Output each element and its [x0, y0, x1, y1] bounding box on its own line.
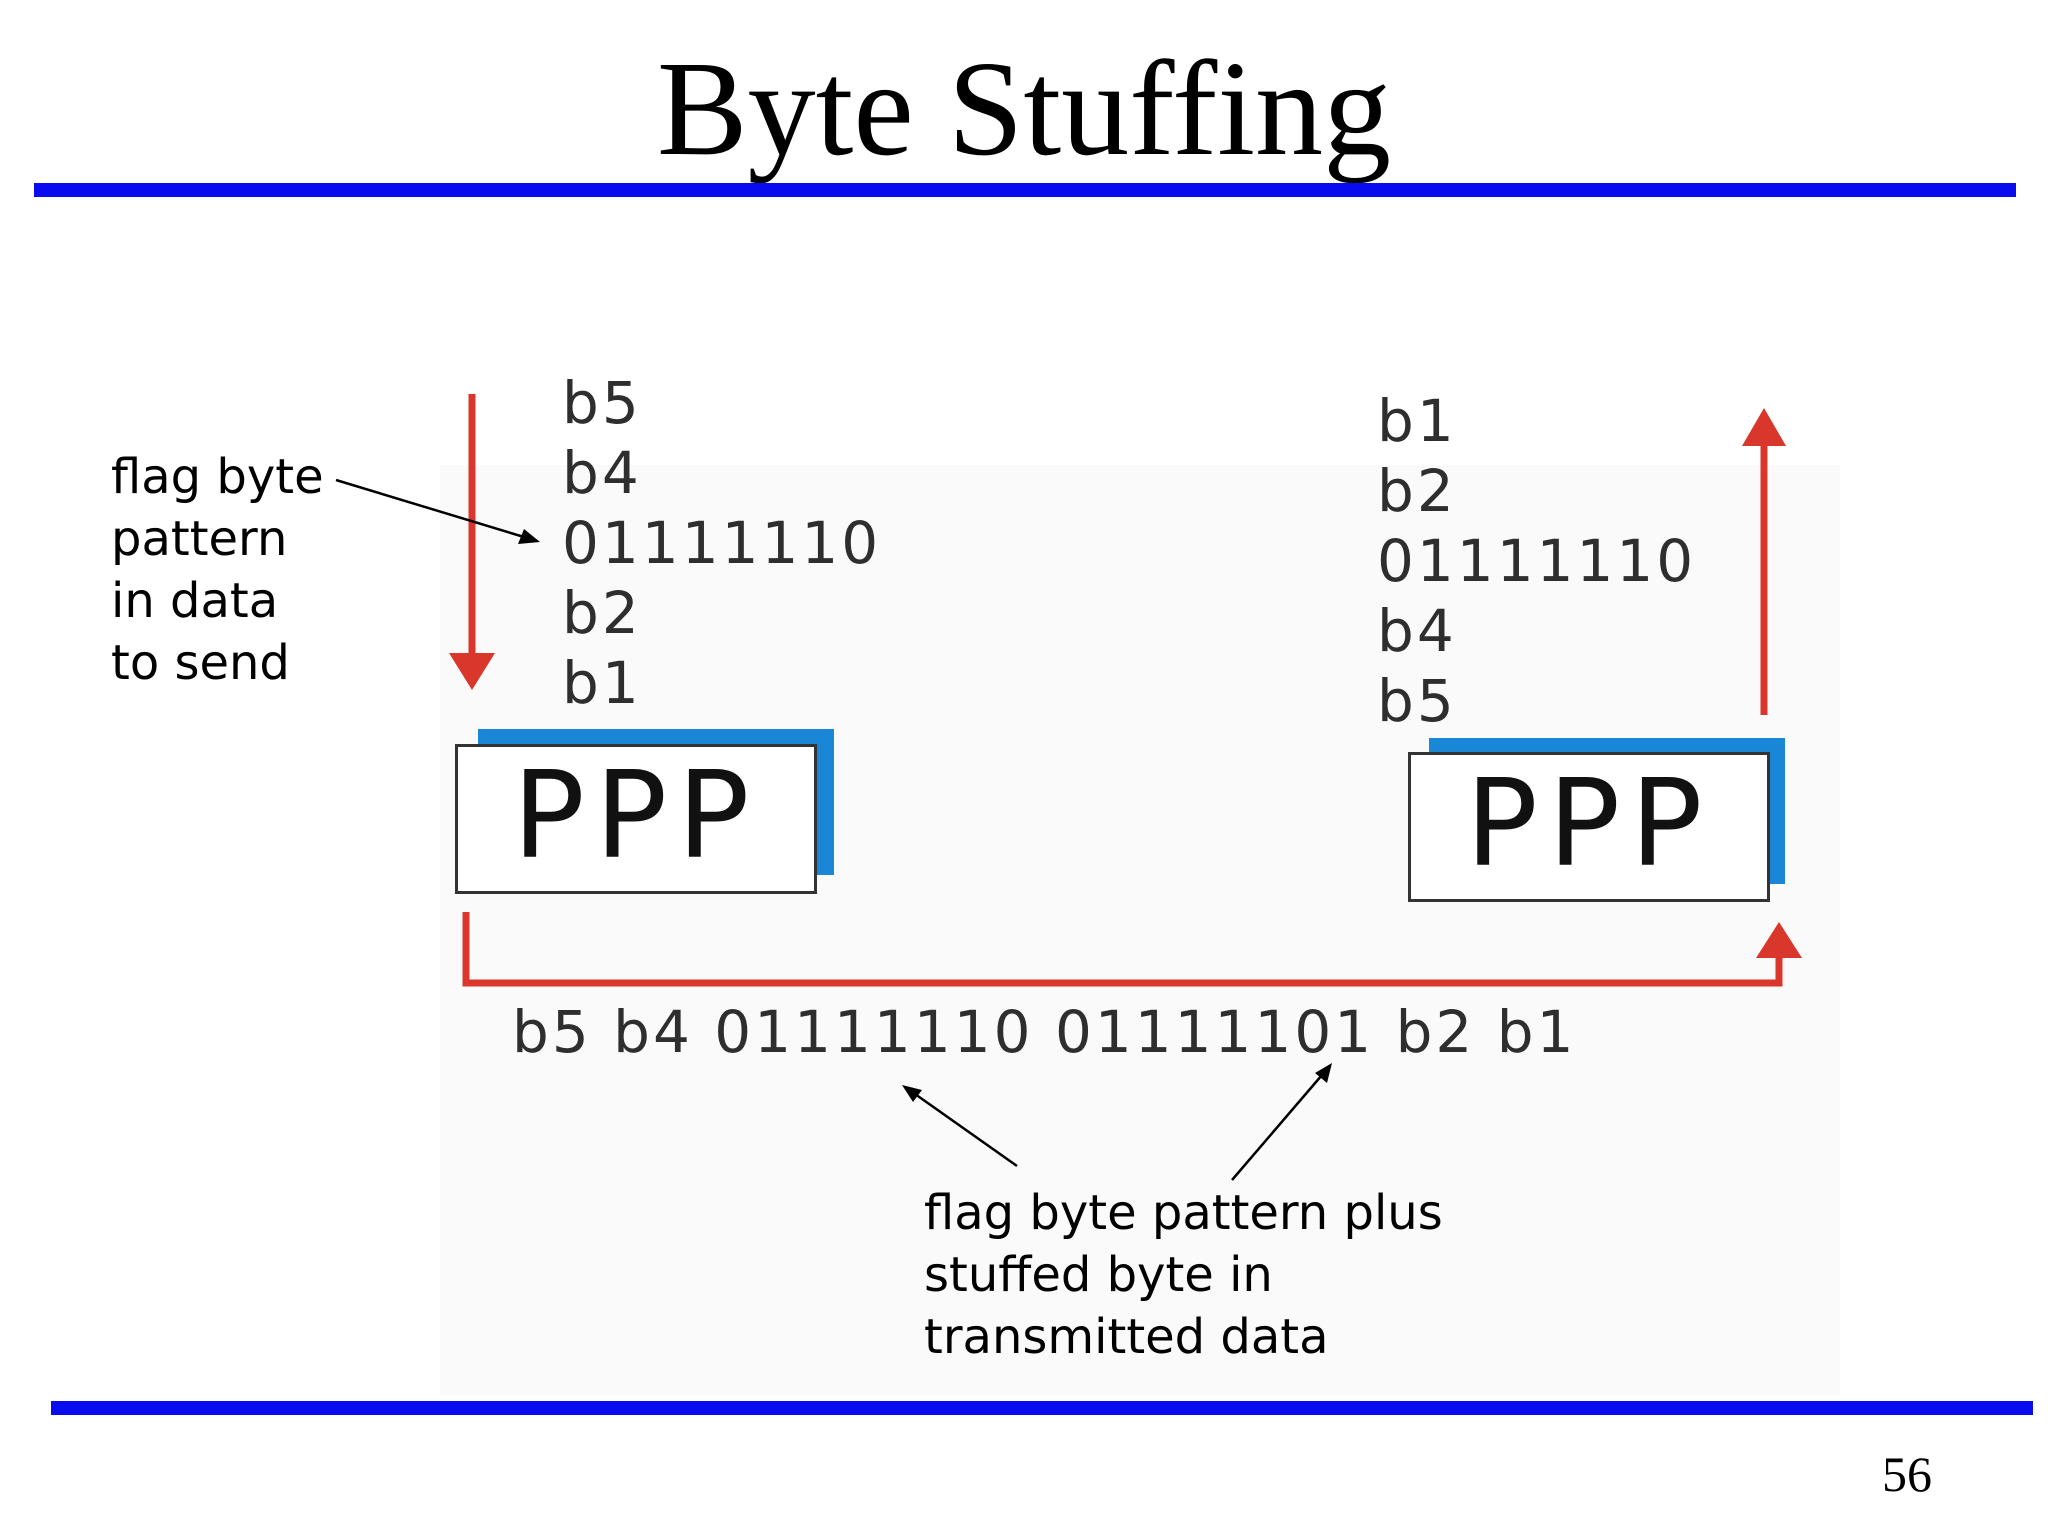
note-line: stuffed byte in	[924, 1247, 1273, 1303]
bottom-rule	[51, 1401, 2033, 1415]
note-line: flag byte	[111, 449, 324, 505]
receiver-byte: b2	[1377, 457, 1457, 525]
stuffed-byte-note: flag byte pattern plus stuffed byte in t…	[924, 1182, 1443, 1368]
top-rule	[34, 183, 2016, 197]
note-line: pattern	[111, 511, 288, 567]
sender-byte: 01111110	[562, 509, 882, 577]
receiver-byte: b5	[1377, 667, 1457, 735]
flag-note-arrow	[335, 478, 540, 544]
flag-pattern-note: flag byte pattern in data to send	[111, 446, 324, 694]
sender-byte: b2	[562, 579, 642, 647]
receiver-byte: b1	[1377, 387, 1457, 455]
diagram-background	[440, 465, 1840, 1395]
sender-byte: b5	[562, 369, 642, 437]
page-number: 56	[1882, 1446, 1932, 1502]
sender-byte-stack: b5 b4 01111110 b2 b1	[562, 368, 881, 718]
send-down-arrow	[449, 394, 495, 690]
transmitted-bytes: b5 b4 01111110 01111101 b2 b1	[512, 998, 1577, 1066]
stuffed-byte-pointer-arrow	[1231, 1063, 1332, 1181]
receiver-byte: b4	[1377, 597, 1457, 665]
flag-pattern-pointer-arrow	[902, 1085, 1018, 1168]
note-line: transmitted data	[924, 1309, 1329, 1365]
note-line: flag byte pattern plus	[924, 1185, 1443, 1241]
receiver-byte-stack: b1 b2 01111110 b4 b5	[1377, 386, 1696, 736]
sender-byte: b1	[562, 649, 642, 717]
receiver-byte: 01111110	[1377, 527, 1697, 595]
sender-byte: b4	[562, 439, 642, 507]
sender-ppp-box: PPP	[455, 744, 817, 894]
receiver-ppp-box: PPP	[1408, 752, 1770, 902]
note-line: to send	[111, 635, 290, 691]
slide-title: Byte Stuffing	[656, 34, 1392, 184]
link-arrow	[462, 912, 1802, 987]
note-line: in data	[111, 573, 279, 629]
receive-up-arrow	[1742, 408, 1786, 715]
